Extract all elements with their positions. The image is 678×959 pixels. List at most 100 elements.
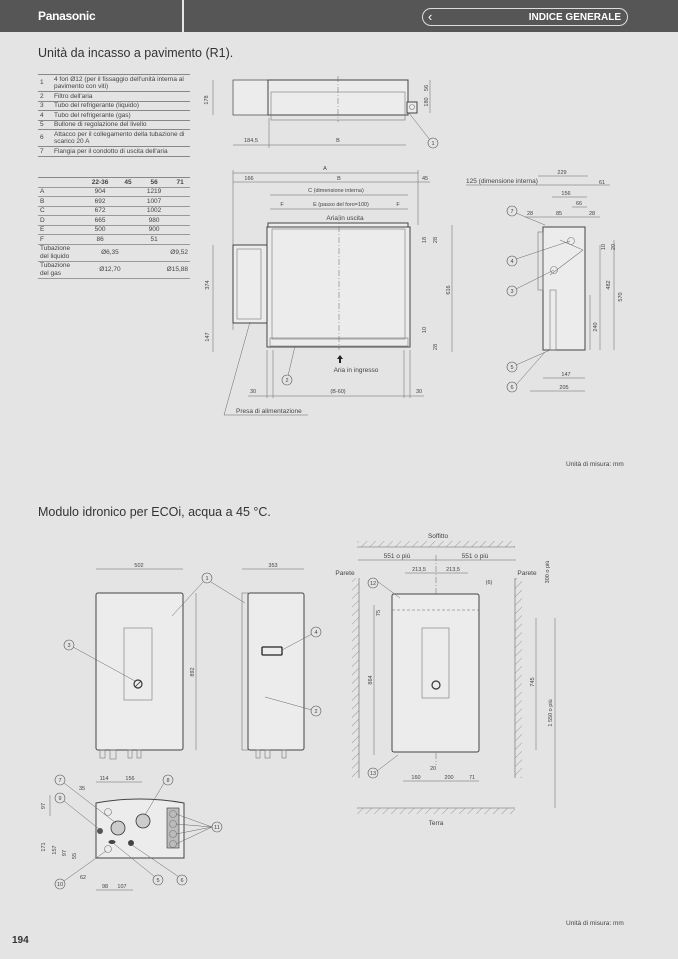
legend-num: 1 [38, 74, 52, 92]
legend-num: 4 [38, 110, 52, 121]
dim-label: C (dimensione interna) [308, 188, 364, 194]
dim-label: 178 [204, 95, 210, 104]
dim-label: 166 [244, 176, 253, 182]
power-supply-label: Presa di alimentazione [236, 408, 302, 415]
dim-label: 114 [100, 776, 109, 782]
cell-value: 1002 [137, 206, 171, 216]
dim-label: 28 [433, 344, 439, 350]
hydro-side-view: 353 4 2 [241, 563, 322, 759]
callout-circle [54, 792, 66, 804]
section2-title: Modulo idronico per ECOi, acqua a 45 °C. [38, 505, 271, 519]
cell-value: 51 [137, 234, 171, 245]
r1-top-view: 178 56 180 184,5 B 1 [204, 76, 439, 149]
dim-label: B [336, 138, 340, 144]
section1-title: Unità da incasso a pavimento (R1). [38, 46, 234, 60]
wall-label: Parete [335, 570, 355, 577]
cell-value: Ø12,70 [82, 261, 138, 279]
row-label: E [38, 225, 82, 235]
callout-number: 1 [205, 576, 208, 582]
arrow-up-icon [337, 355, 343, 363]
dim-label: 66 [576, 201, 582, 207]
callout-circle [152, 874, 164, 886]
pressure-gauge-icon [133, 679, 143, 689]
legend-text: Bullone di regolazione del livello [52, 120, 190, 130]
callout-circle [176, 874, 188, 886]
callout-circle [506, 381, 518, 393]
legend-text: Filtro dell'aria [52, 91, 190, 102]
callout-number: 5 [156, 878, 159, 884]
callout-number: 6 [180, 878, 183, 884]
dim-label: 28 [589, 211, 595, 217]
callout-circle [367, 577, 379, 589]
dim-label: 864 [368, 675, 374, 684]
dim-label: 75 [376, 610, 382, 616]
callout-circle [54, 878, 66, 890]
callout-circle [281, 374, 293, 386]
hydro-installation-view: Soffitto 551 o più 551 o più Parete Pare… [335, 533, 556, 827]
cell-value: 980 [137, 215, 171, 226]
callout-number: 4 [314, 630, 317, 636]
dim-label: 28 [433, 237, 439, 243]
dim-label: 160 [411, 775, 420, 781]
callout-number: 2 [285, 378, 288, 384]
dim-label: 10 [422, 327, 428, 333]
ceiling-label: Soffitto [428, 533, 449, 540]
cell-value: 86 [82, 234, 119, 245]
dim-label: 200 [444, 775, 453, 781]
dim-label: 1 550 o più [548, 699, 554, 726]
cell-value: 900 [137, 225, 171, 235]
callout-number: 11 [214, 825, 220, 831]
dim-label: F [396, 202, 400, 208]
dim-label: B [337, 176, 341, 182]
general-index-label: INDICE GENERALE [528, 12, 621, 23]
row-label: C [38, 206, 82, 216]
col-header [38, 177, 82, 188]
dim-label: 35 [79, 786, 85, 792]
cell-value: 904 [82, 187, 119, 197]
dim-label: 97 [41, 803, 47, 809]
cell-value: 1219 [137, 187, 171, 197]
top-header: Panasonic ‹ INDICE GENERALE [0, 0, 678, 32]
col-header: 22-36 [82, 177, 119, 188]
col-header: 56 [137, 177, 171, 188]
dim-label: 240 [593, 322, 599, 331]
cell-value: 1007 [137, 196, 171, 207]
dim-label: 62 [80, 875, 86, 881]
row-label: Tubazione del liquido [38, 244, 82, 262]
callout-circle [506, 255, 518, 267]
general-index-button[interactable]: ‹ INDICE GENERALE [422, 8, 628, 26]
row-label: F [38, 234, 82, 245]
legend-text: Flangia per il condotto di uscita dell'a… [52, 146, 190, 157]
dim-label: 171 [41, 842, 47, 851]
callout-number: 4 [510, 259, 513, 265]
callout-number: 6 [510, 385, 513, 391]
callout-number: 12 [370, 581, 376, 587]
legend-num: 5 [38, 120, 52, 130]
dim-label: 28 [527, 211, 533, 217]
callout-number: 13 [370, 771, 376, 777]
dim-label: 45 [422, 176, 428, 182]
legend-text: Tubo del refrigerante (liquido) [52, 101, 190, 111]
dim-label: F [280, 202, 284, 208]
chevron-left-icon: ‹ [428, 9, 433, 24]
callout-number: 3 [67, 643, 70, 649]
callout-number: 7 [510, 209, 513, 215]
cell-value: 500 [82, 225, 119, 235]
dim-label: 30 [250, 389, 256, 395]
dim-label: 97 [62, 850, 68, 856]
air-inlet-label: Aria in ingresso [334, 367, 379, 374]
callout-number: 10 [57, 882, 63, 888]
dim-label: 147 [561, 372, 570, 378]
units-note: Unità di misura: mm [566, 920, 624, 927]
units-note: Unità di misura: mm [566, 461, 624, 468]
dim-label: 10 [601, 244, 607, 250]
dim-label: 300 o più [545, 561, 551, 584]
dim-label: 184,5 [244, 138, 258, 144]
dim-label: 213,5 [412, 567, 426, 573]
